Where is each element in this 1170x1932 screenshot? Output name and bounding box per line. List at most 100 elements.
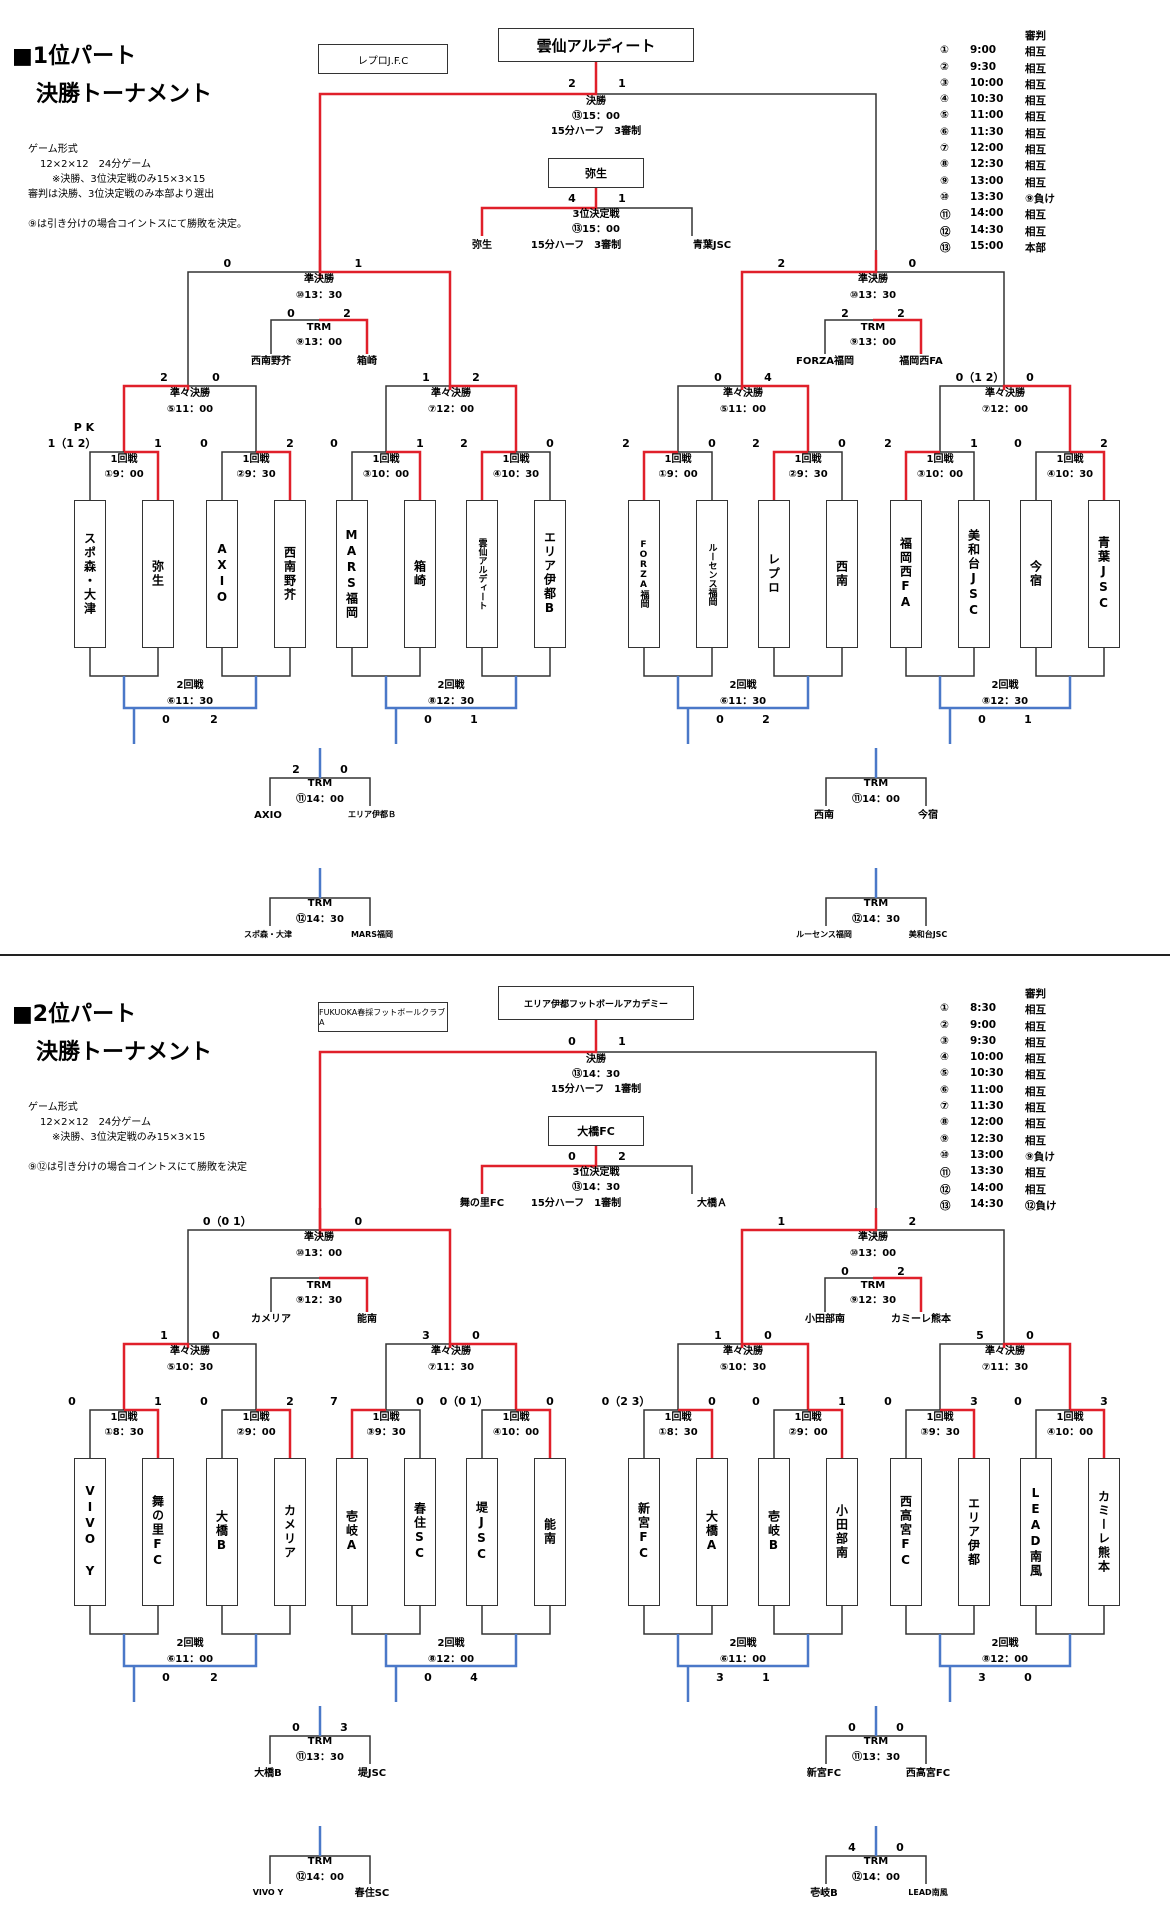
rule-text: ⑨⑫は引き分けの場合コイントスにて勝敗を決定: [28, 1162, 247, 1173]
qf-winner-path: [740, 1342, 810, 1410]
r1-label: 1回戦: [926, 454, 954, 465]
r1-time: ③9：30: [920, 1427, 960, 1438]
schedule-ref: 相互: [1025, 1167, 1046, 1180]
schedule-ref: 相互: [1025, 127, 1046, 140]
team-box: エリア伊都B: [534, 500, 566, 648]
page-title: ■1位パート: [12, 44, 137, 69]
r1-time: ④10：30: [492, 469, 540, 480]
qf-label: 準々決勝: [985, 1346, 1025, 1357]
trm-bottom-time: ⑪14：00: [852, 794, 900, 805]
r2-left-score: 3: [716, 1671, 724, 1684]
qf-right-score: 0: [1026, 371, 1034, 384]
r1-right-score: 1: [154, 1395, 162, 1408]
team-name: 舞の里FC: [150, 1495, 165, 1569]
team-box: 西南野芥: [274, 500, 306, 648]
trm-bottom-right-score: 0: [340, 763, 348, 776]
r1-left-score: 2: [460, 437, 468, 450]
r2-left-score: 0: [716, 713, 724, 726]
r2-feed: [351, 662, 421, 677]
r2-feed: [1035, 1620, 1105, 1635]
qf-winner-path: [448, 1342, 518, 1410]
trm-bottom-right-score: 3: [340, 1721, 348, 1734]
trm-time: ⑨13：00: [295, 337, 343, 348]
trm-time: ⑨13：00: [849, 337, 897, 348]
trm-bottom-left-team: 大橋B: [254, 1768, 282, 1779]
trm-winner-path: [873, 1276, 923, 1312]
r1-label: 1回戦: [372, 454, 400, 465]
team-name: 西南野芥: [282, 546, 297, 602]
r1-time: ③10：00: [362, 469, 410, 480]
schedule-no: ⑪: [940, 1167, 951, 1180]
schedule-time: 12:30: [970, 158, 1004, 171]
r1-left-score: 0: [752, 1395, 760, 1408]
rule-text: ゲーム形式: [28, 144, 78, 155]
team-box: VIVO Y: [74, 1458, 106, 1606]
team-box: 西高宮FC: [890, 1458, 922, 1606]
qf-right-score: 0: [1026, 1329, 1034, 1342]
r1-right-score: 3: [1100, 1395, 1108, 1408]
semi-winner-path: [318, 250, 452, 390]
trm-right-score: 2: [897, 307, 905, 320]
schedule-time: 13:30: [970, 190, 1004, 203]
schedule-ref: 相互: [1025, 1134, 1046, 1147]
final-label: 決勝: [586, 96, 606, 107]
semi-right-score: 0: [908, 257, 917, 270]
trm-bottom-left-score: 2: [292, 763, 300, 776]
r1-label: 1回戦: [794, 454, 822, 465]
schedule-time: 10:30: [970, 1067, 1004, 1080]
team-box: 弥生: [142, 500, 174, 648]
final-time: ⑬14：30: [572, 1069, 620, 1080]
r1-winner-path: [124, 450, 160, 500]
r2-right-score: 1: [1024, 713, 1032, 726]
rule-text: 審判は決勝、3位決定戦のみ本部より選出: [28, 189, 215, 200]
schedule-no: ②: [940, 60, 949, 73]
r2-right-score: 1: [470, 713, 478, 726]
schedule-no: ④: [940, 93, 949, 106]
final-time: ⑬15：00: [572, 111, 620, 122]
qf-left-score: 5: [976, 1329, 984, 1342]
runner-up-box: FUKUOKA春採フットボールクラブA: [318, 1002, 448, 1032]
r1-right-score: 0: [708, 1395, 716, 1408]
r2-feed: [89, 662, 159, 677]
schedule-ref: ⑨負け: [1025, 1150, 1055, 1163]
team-box: 舞の里FC: [142, 1458, 174, 1606]
team-name: VIVO Y: [83, 1484, 97, 1580]
r1-label: 1回戦: [110, 454, 138, 465]
trm-right-score: 2: [343, 307, 351, 320]
trm-bottom-left-team: VIVO Y: [252, 1888, 284, 1897]
r1-winner-path: [904, 450, 940, 500]
schedule-no: ③: [940, 1034, 949, 1047]
schedule-time: 14:30: [970, 1197, 1004, 1210]
team-box: 能南: [534, 1458, 566, 1606]
schedule-time: 11:30: [970, 1100, 1004, 1113]
r2-right-score: 2: [210, 1671, 218, 1684]
team-name: 西南: [834, 560, 849, 588]
qf-label: 準々決勝: [431, 388, 471, 399]
r2-bracket: [384, 1634, 518, 1668]
qf-left-score: 3: [422, 1329, 430, 1342]
final-left-score: 2: [568, 77, 576, 90]
trm-bottom-right-team: 春住SC: [354, 1888, 390, 1899]
team-name: 青葉JSC: [1096, 536, 1111, 612]
semi-left-score: 0（0 1）: [202, 1215, 252, 1228]
r1-winner-path: [940, 1408, 976, 1458]
r2-right-score: 1: [762, 1671, 770, 1684]
r1-left-score: 0: [200, 1395, 208, 1408]
r2-left-score: 0: [978, 713, 986, 726]
schedule-time: 11:00: [970, 109, 1004, 122]
team-name: 新宮FC: [636, 1502, 651, 1562]
schedule-no: ⑥: [940, 1083, 949, 1096]
team-box: ルーセンス福岡: [696, 500, 728, 648]
schedule-no: ⑬: [940, 241, 951, 254]
r1-time: ①9：00: [104, 469, 144, 480]
r1-left-score: 0: [1014, 437, 1022, 450]
